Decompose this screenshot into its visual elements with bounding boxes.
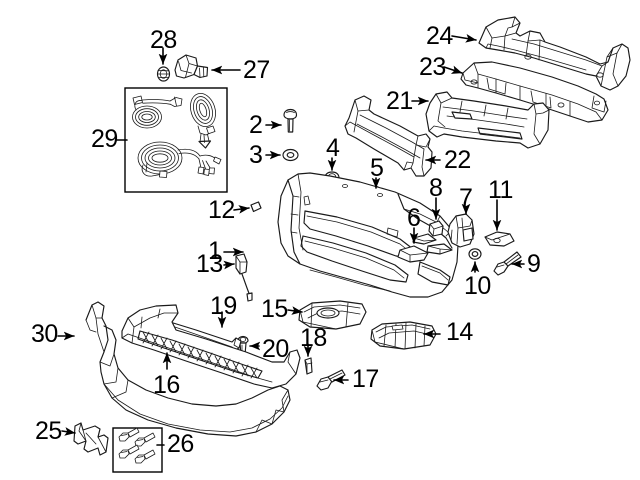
callout-5: 5 [370,154,384,182]
harness-bottom [137,141,222,178]
pointer-13 [223,260,235,270]
harness-top-left [132,95,183,129]
inset-26-screw-kit-box [112,427,163,473]
part-30-front-spoiler [85,301,291,437]
part-24-impact-bar [478,16,631,91]
callout-19: 19 [210,292,237,320]
callout-10: 10 [464,272,491,300]
callout-1: 1 [208,237,222,265]
callout-21: 21 [386,87,413,115]
pointer-24 [451,34,477,43]
part-8-clip [428,220,444,237]
part-15-left-grille [298,300,367,330]
harness-right [190,93,216,149]
pointer-12 [233,205,250,214]
screw-kit-screws [118,427,156,464]
part-27-park-sensor [174,54,209,79]
part-16-lower-grille [121,304,301,389]
callout-15: 15 [261,295,288,323]
part-22-energy-absorber-left [344,95,433,177]
part-13-retainer-strip [235,253,253,302]
callout-24: 24 [426,22,453,50]
callout-28: 28 [150,26,177,54]
callout-17: 17 [352,365,379,393]
callout-3: 3 [249,141,263,169]
part-12-side-clip [250,201,262,213]
callout-25: 25 [35,417,62,445]
callout-18: 18 [300,324,327,352]
part-9-bolt [493,251,522,276]
callout-9: 9 [527,250,541,278]
part-28-sensor-retainer [156,66,171,82]
part-21-energy-absorber-right [425,91,550,149]
part-7-side-bracket [447,213,475,248]
part-23-impact-absorber [460,61,609,123]
callout-7: 7 [459,184,473,212]
pointer-15 [287,306,303,315]
callout-30: 30 [31,320,58,348]
part-25-mounting-bracket [73,422,109,456]
callout-2: 2 [249,111,263,139]
callout-13: 13 [196,250,223,278]
inset-29-wiring-harness-box [124,87,228,193]
callout-14: 14 [446,318,473,346]
callout-pointers [57,34,525,446]
part-10-grommet [468,248,482,260]
callout-22: 22 [444,146,471,174]
callout-11: 11 [488,176,513,204]
callout-6: 6 [407,204,421,232]
callout-16: 16 [153,371,180,399]
callout-27: 27 [243,56,270,84]
callout-12: 12 [208,196,235,224]
callout-23: 23 [419,53,446,81]
pointer-25 [61,427,76,436]
part-1-bumper-cover [277,172,459,298]
part-2-screw [283,108,298,133]
part-11-bracket-plate [484,231,515,247]
part-14-right-grille [370,321,437,350]
callout-29: 29 [91,125,118,153]
pointer-23 [443,65,463,74]
callout-4: 4 [326,134,340,162]
callout-26: 26 [167,430,194,458]
callout-8: 8 [429,174,443,202]
part-3-washer [282,148,299,162]
callout-20: 20 [262,335,289,363]
part-18-clip-small [304,357,313,375]
